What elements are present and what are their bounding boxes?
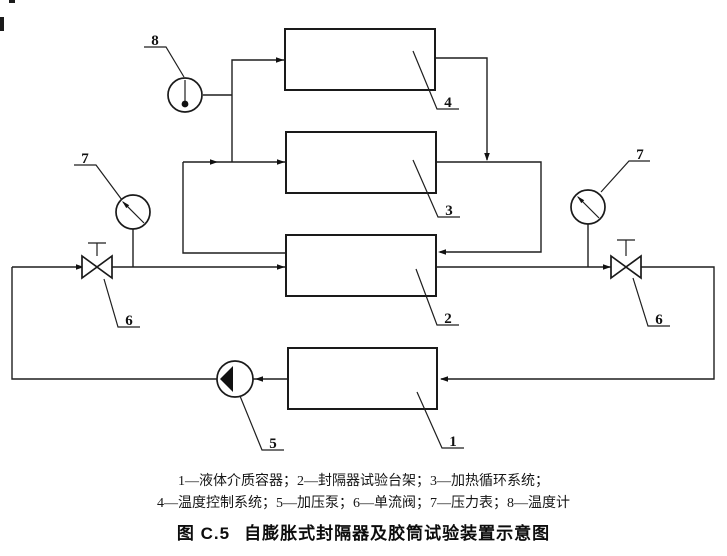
legend-line-2: 4—温度控制系统；5—加压泵；6—单流阀；7—压力表；8—温度计	[0, 493, 727, 515]
pipe-outer-left-rail	[11, 267, 217, 380]
pipe-left-loop-rail	[182, 162, 286, 254]
leader-line-7-left	[74, 164, 123, 201]
flow-arrow-before-right-valve	[603, 264, 611, 270]
flow-arrow-into-box4	[276, 57, 284, 63]
scan-artifact	[0, 17, 4, 31]
label-pump: 5	[269, 436, 277, 452]
label-gauge-right: 7	[636, 147, 644, 163]
scan-artifact	[9, 0, 15, 3]
flow-arrow-mid-feed	[210, 159, 218, 165]
legend-item-5: 5—加压泵；	[276, 496, 353, 511]
label-box2: 2	[444, 311, 452, 327]
label-box1: 1	[449, 434, 457, 450]
check-valve-left-icon	[81, 242, 113, 280]
label-box4: 4	[444, 95, 452, 111]
pipe-box3-return-loop	[436, 161, 542, 253]
label-thermometer: 8	[151, 33, 159, 49]
flow-arrow-into-pump	[255, 376, 263, 382]
flow-arrow-into-box3	[277, 159, 285, 165]
leader-line-2	[415, 268, 459, 326]
thermometer-icon	[167, 77, 203, 113]
label-box3: 3	[445, 203, 453, 219]
box-liquid-medium-container	[287, 347, 438, 410]
pressure-gauge-left-icon	[115, 194, 151, 230]
schematic-diagram: 4 3 2 1 5 6 6 7 7 8	[0, 0, 715, 452]
leader-line-8	[144, 46, 185, 78]
legend-item-3: 3—加热循环系统；	[430, 474, 549, 489]
box-packer-test-bench	[285, 234, 437, 297]
flow-arrow-into-box2-left	[277, 264, 285, 270]
legend-item-1: 1—液体介质容器；	[178, 474, 297, 489]
label-gauge-left: 7	[81, 151, 89, 167]
flow-arrow-box4-down	[484, 153, 490, 161]
pressure-gauge-right-icon	[570, 189, 606, 225]
leader-line-6-left	[103, 278, 140, 328]
figure-number: 图 C.5	[176, 524, 231, 543]
leader-line-1	[416, 391, 464, 449]
legend-item-6: 6—单流阀；	[353, 496, 430, 511]
leader-line-4	[412, 50, 459, 110]
label-valve-right: 6	[655, 312, 663, 328]
leader-line-3	[412, 159, 460, 218]
leader-line-5	[239, 395, 284, 451]
legend-item-4: 4—温度控制系统；	[157, 496, 276, 511]
check-valve-right-icon	[610, 239, 642, 280]
legend-item-2: 2—封隔器试验台架；	[297, 474, 430, 489]
figure-caption-block: 1—液体介质容器；2—封隔器试验台架；3—加热循环系统； 4—温度控制系统；5—…	[0, 471, 727, 544]
pipe-box4-outlet	[435, 57, 488, 160]
box-heating-circulation-system	[285, 131, 437, 194]
legend-item-8: 8—温度计	[507, 496, 570, 511]
legend-item-7: 7—压力表；	[430, 496, 507, 511]
flow-arrow-into-box1	[440, 376, 448, 382]
pipe-feed-to-box4	[231, 59, 284, 162]
legend-line-1: 1—液体介质容器；2—封隔器试验台架；3—加热循环系统；	[0, 471, 727, 493]
label-valve-left: 6	[125, 313, 133, 329]
leader-line-7-right	[600, 160, 650, 193]
flow-arrow-into-box2-right	[438, 249, 446, 255]
flow-arrow-before-left-valve	[76, 264, 84, 270]
leader-line-6-right	[632, 277, 670, 327]
box-temperature-control-system	[284, 28, 436, 91]
figure-title-text: 自膨胀式封隔器及胶筒试验装置示意图	[244, 524, 551, 543]
figure-title: 图 C.5 自膨胀式封隔器及胶筒试验装置示意图	[0, 519, 727, 544]
pump-icon	[216, 360, 254, 398]
pipe-main-right-and-return	[436, 266, 715, 380]
